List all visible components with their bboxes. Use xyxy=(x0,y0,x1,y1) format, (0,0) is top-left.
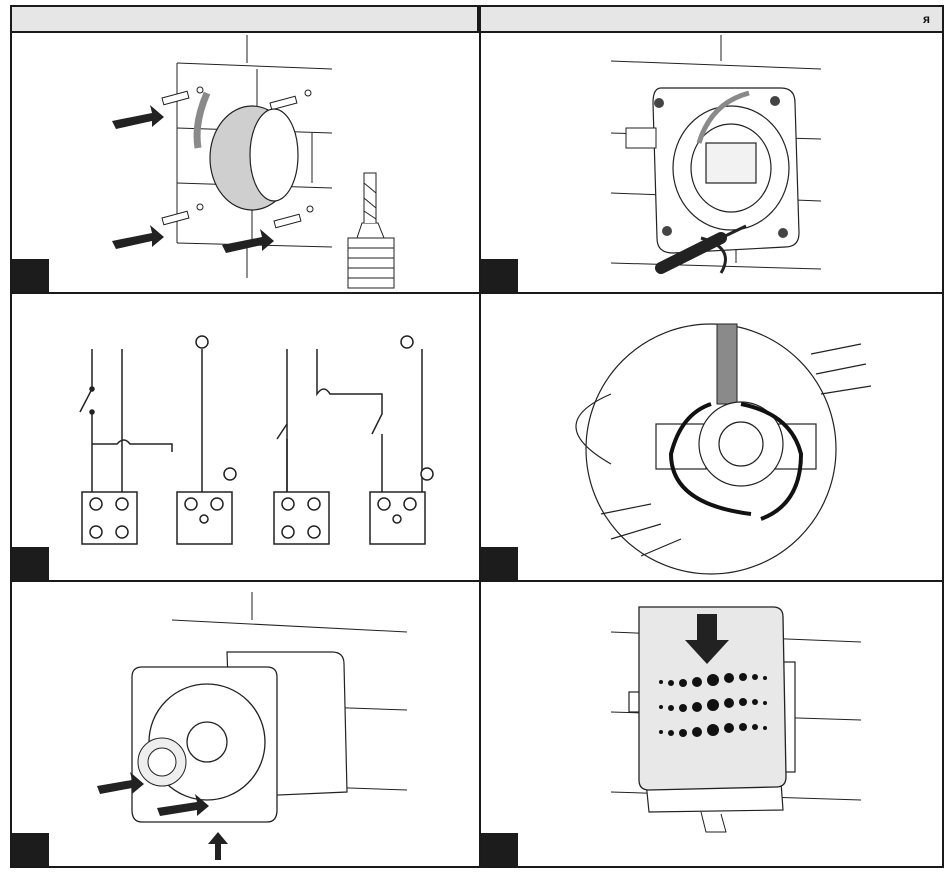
duct-opening xyxy=(210,106,298,210)
duct-stub xyxy=(626,128,656,148)
instruction-sheet: я xyxy=(10,5,944,868)
step-3-wiring-diagram xyxy=(12,294,479,580)
step-6-badge xyxy=(481,833,518,866)
step-2-illustration xyxy=(481,33,942,292)
cable xyxy=(197,93,207,148)
step-2-panel xyxy=(481,33,942,292)
step-5-panel xyxy=(12,582,479,866)
header-left xyxy=(12,7,479,33)
impeller xyxy=(138,738,186,786)
step-3-badge xyxy=(12,547,49,580)
step-5-illustration xyxy=(12,582,479,866)
cable xyxy=(717,324,737,404)
wiring-left xyxy=(80,336,208,494)
wiring-right xyxy=(277,336,422,494)
step-6-panel xyxy=(481,582,942,866)
step-1-illustration xyxy=(12,33,479,292)
step-6-illustration xyxy=(481,582,942,866)
pull-cord xyxy=(701,812,726,832)
step-3-panel xyxy=(12,294,479,580)
terminal-blocks xyxy=(82,468,433,544)
step-2-badge xyxy=(481,259,518,292)
step-1-panel xyxy=(12,33,479,292)
drill xyxy=(348,173,394,288)
step-4-panel xyxy=(481,294,942,580)
step-5-badge xyxy=(12,833,49,866)
step-4-badge xyxy=(481,547,518,580)
fan-frame xyxy=(653,88,799,253)
step-1-badge xyxy=(12,259,49,292)
step-4-illustration xyxy=(481,294,942,580)
header-right-text: я xyxy=(923,12,930,26)
header-right: я xyxy=(479,7,942,33)
